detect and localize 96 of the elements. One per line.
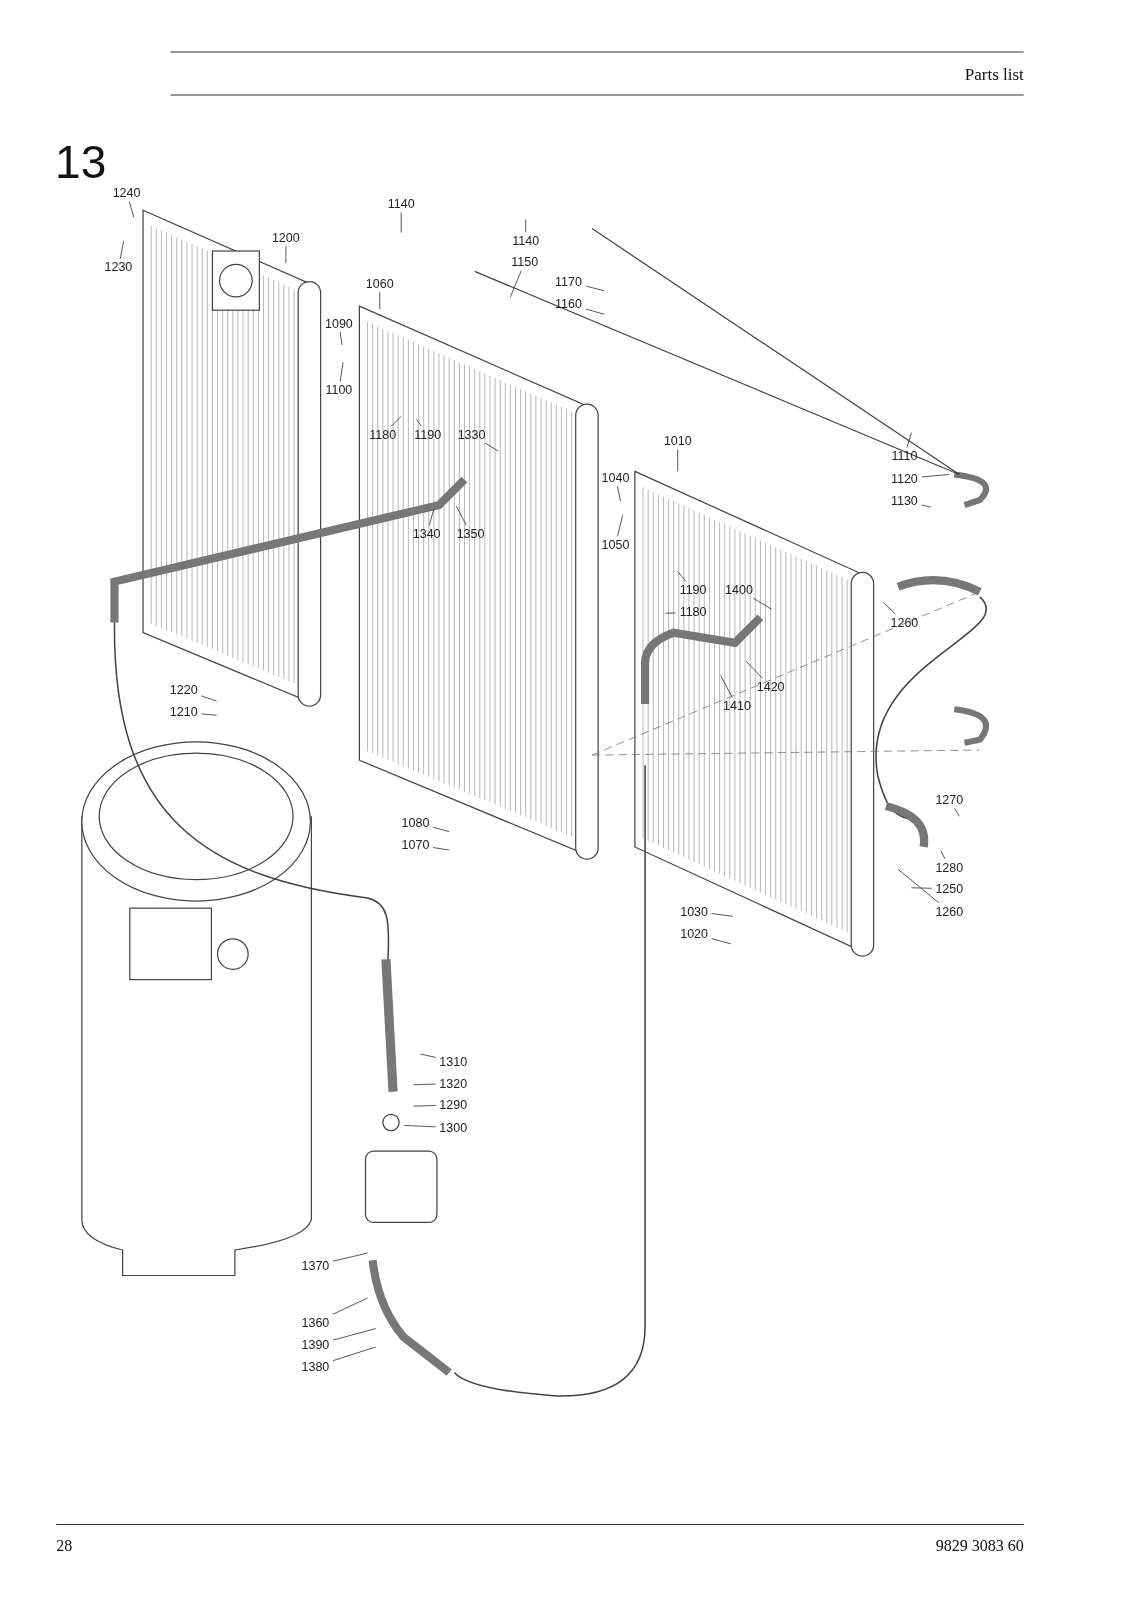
- leader-line: [432, 847, 450, 851]
- leader-line: [432, 826, 450, 833]
- callout-number: 1220: [166, 682, 201, 699]
- leader-line: [720, 675, 733, 698]
- leader-line: [940, 850, 946, 860]
- leader-line: [200, 713, 217, 716]
- leader-line: [677, 448, 679, 472]
- callout-number: 1230: [101, 259, 136, 276]
- callout-number: 1350: [453, 525, 488, 542]
- callout-number: 1140: [508, 232, 543, 249]
- callout-number: 1040: [598, 469, 633, 486]
- callout-number: 1190: [410, 426, 445, 443]
- callout-number: 1260: [887, 614, 922, 631]
- leader-line: [200, 695, 217, 702]
- leader-line: [339, 331, 343, 346]
- callout-number: 1050: [598, 537, 633, 554]
- leader-line: [428, 508, 435, 526]
- leader-line: [711, 913, 734, 917]
- leader-line: [525, 219, 527, 233]
- callout-number: 1280: [932, 859, 967, 876]
- leader-line: [906, 432, 912, 449]
- callout-number: 1400: [722, 582, 756, 598]
- leader-line: [379, 291, 381, 310]
- leader-line: [897, 869, 940, 904]
- leader-line: [285, 245, 287, 264]
- leader-line: [413, 1105, 437, 1107]
- callout-number: 1010: [660, 432, 695, 449]
- callout-number: 1240: [109, 184, 144, 201]
- callout-number: 1080: [398, 814, 433, 831]
- callout-number: 1110: [887, 448, 922, 465]
- leader-line: [485, 442, 499, 452]
- callout-number: 1120: [887, 470, 922, 487]
- leader-line: [455, 505, 467, 526]
- callout-number: 1420: [753, 678, 788, 695]
- callout-number: 1100: [321, 381, 356, 398]
- leader-line: [510, 270, 522, 298]
- leader-line: [332, 1297, 368, 1315]
- leader-line: [420, 1053, 437, 1058]
- leader-line: [954, 808, 960, 817]
- callout-number: 1210: [166, 704, 201, 721]
- callout-number: 1190: [676, 582, 711, 598]
- leader-line: [752, 597, 773, 610]
- callout-number: 1160: [551, 296, 586, 313]
- figure-number: 13: [55, 134, 107, 189]
- leader-line: [585, 285, 605, 292]
- callout-number: 1290: [436, 1097, 471, 1114]
- callout-number: 1200: [268, 229, 303, 246]
- callout-number: 1340: [409, 525, 444, 542]
- callout-number: 1270: [932, 792, 967, 809]
- leader-line: [665, 612, 676, 614]
- leader-line: [332, 1346, 377, 1362]
- leader-line: [339, 361, 344, 382]
- leader-line: [921, 504, 932, 508]
- callout-number: 1170: [551, 273, 586, 290]
- leader-line: [400, 212, 402, 234]
- leader-line: [677, 571, 687, 582]
- leader-line: [921, 474, 950, 478]
- callout-number: 1090: [321, 315, 356, 332]
- leader-line: [617, 514, 624, 537]
- page-number: 28: [56, 1537, 73, 1556]
- leader-line: [390, 415, 402, 427]
- leader-line: [711, 938, 732, 945]
- callout-number: 1310: [436, 1053, 471, 1070]
- leader-line: [416, 418, 422, 427]
- callout-number: 1390: [298, 1337, 333, 1354]
- callout-number: 1030: [677, 903, 712, 920]
- callout-number: 1140: [384, 196, 419, 213]
- leader-line: [883, 602, 896, 615]
- callout-number: 1020: [677, 926, 712, 942]
- document-number: 9829 3083 60: [935, 1537, 1024, 1556]
- leader-line: [585, 308, 605, 315]
- leader-line: [616, 485, 621, 502]
- callout-number: 1320: [436, 1076, 471, 1093]
- callout-number: 1250: [932, 881, 967, 898]
- leader-line: [911, 887, 933, 889]
- header-title: Parts list: [964, 65, 1024, 86]
- leader-line: [413, 1083, 437, 1086]
- callout-number: 1180: [365, 426, 400, 443]
- callout-number: 1410: [720, 698, 754, 715]
- callout-number: 1060: [362, 275, 397, 292]
- callout-number: 1330: [454, 426, 489, 443]
- callout-number: 1360: [298, 1314, 333, 1331]
- leader-line: [119, 240, 125, 260]
- callout-number: 1300: [436, 1119, 471, 1136]
- leader-line: [128, 200, 135, 218]
- callout-number: 1130: [887, 493, 922, 510]
- callout-number: 1150: [507, 254, 542, 271]
- callout-number: 1180: [676, 604, 711, 621]
- leader-line: [332, 1328, 377, 1341]
- callout-number: 1070: [398, 837, 433, 854]
- leader-line: [332, 1252, 368, 1262]
- callout-number: 1380: [298, 1358, 333, 1375]
- leader-line: [403, 1125, 437, 1128]
- leader-line: [745, 660, 763, 679]
- callout-number: 1260: [932, 903, 967, 920]
- callout-number: 1370: [298, 1257, 333, 1274]
